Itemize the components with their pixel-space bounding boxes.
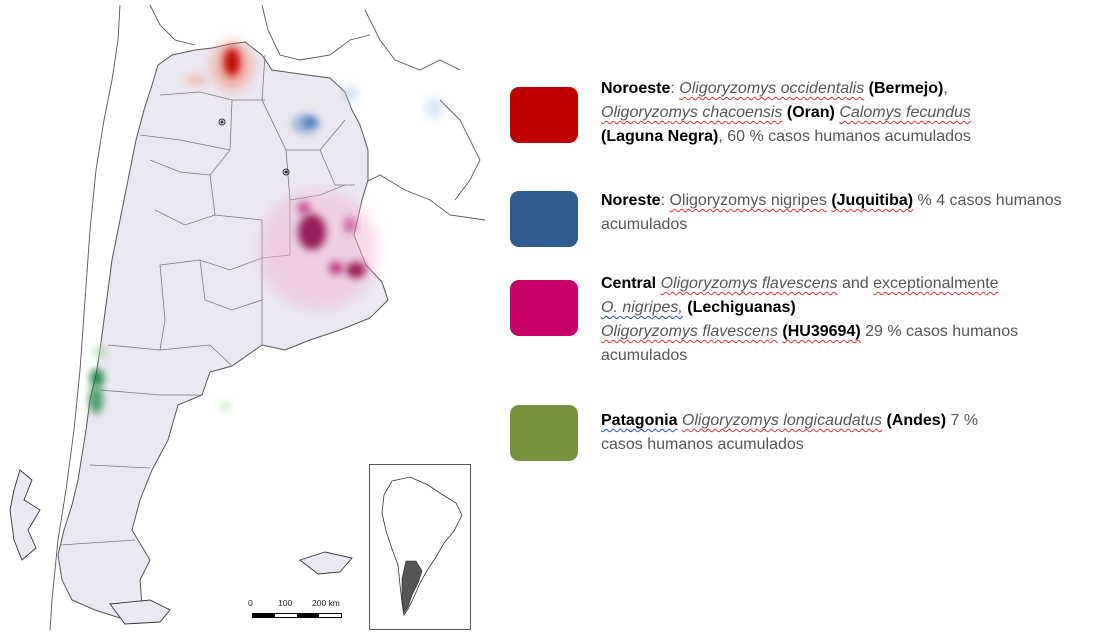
species-name: Oligoryzomys nigripes — [669, 192, 827, 209]
scale-label-200: 200 km — [312, 598, 340, 608]
virus-name: (Laguna Negra) — [601, 128, 719, 145]
legend-swatch-noreste — [510, 191, 578, 247]
region-name: Noroeste — [601, 80, 671, 97]
species-name: Oligoryzomys flavescens — [601, 323, 778, 340]
argentina-map — [9, 4, 486, 631]
south-america-inset — [369, 464, 471, 630]
legend-text-central: Central Oligoryzomys flavescens and exce… — [601, 272, 1099, 368]
virus-name: (HU39694) — [782, 323, 861, 340]
legend-text-patagonia: Patagonia Oligoryzomys longicaudatus (An… — [601, 409, 1099, 457]
virus-name: (Juquitiba) — [831, 192, 914, 209]
scale-line — [252, 613, 342, 618]
region-name: Central — [601, 275, 657, 292]
case-share: casos humanos acumulados — [601, 436, 804, 453]
scale-segment — [297, 614, 319, 617]
virus-name: (Bermejo) — [868, 80, 944, 97]
legend-swatch-noroeste — [510, 87, 578, 143]
species-name: Oligoryzomys flavescens — [660, 275, 838, 292]
legend-text-noreste: Noreste: Oligoryzomys nigripes (Juquitib… — [601, 192, 1062, 233]
connector-word: and — [841, 275, 869, 292]
species-name: Oligoryzomys chacoensis — [601, 104, 783, 121]
argentina-landmass — [57, 41, 389, 619]
legend: Noroeste: Oligoryzomys occidentalis (Ber… — [510, 0, 1100, 636]
region-name: Patagonia — [601, 412, 678, 429]
scale-label-100: 100 — [278, 598, 293, 608]
case-share: 7 % — [950, 412, 979, 429]
legend-swatch-patagonia — [510, 405, 578, 461]
virus-name: (Andes) — [886, 412, 947, 429]
legend-text-noroeste: Noroeste: Oligoryzomys occidentalis (Ber… — [601, 80, 971, 145]
hotspot-noreste — [292, 86, 443, 134]
scale-segment — [253, 614, 275, 617]
modifier-word: exceptionalmente — [873, 275, 999, 292]
hotspot-central — [258, 190, 378, 310]
species-name: O. nigripes, — [601, 299, 683, 316]
virus-name: (Lechiguanas) — [687, 299, 796, 316]
virus-name: (Oran) — [786, 104, 835, 121]
scale-bar: 0 100 200 km — [242, 598, 352, 628]
hotspot-patagonia — [89, 345, 231, 414]
argentina-inset — [401, 560, 423, 614]
case-share: % 4 casos humanos acumulados — [601, 192, 1062, 233]
scale-label-0: 0 — [248, 598, 253, 608]
region-name: Noreste — [601, 192, 661, 209]
hotspot-noroeste — [184, 42, 252, 90]
legend-swatch-central — [510, 280, 578, 336]
species-name: Calomys fecundus — [839, 104, 971, 121]
south-america-outline — [381, 476, 463, 617]
species-name: Oligoryzomys longicaudatus — [681, 412, 883, 429]
southern-islands — [9, 469, 353, 625]
neighbour-borders — [49, 4, 486, 631]
case-share: 29 % casos humanos acumulados — [601, 323, 1019, 364]
species-name: Oligoryzomys occidentalis — [679, 80, 865, 97]
city-markers — [218, 118, 290, 176]
case-share: , 60 % casos humanos acumulados — [718, 128, 971, 145]
